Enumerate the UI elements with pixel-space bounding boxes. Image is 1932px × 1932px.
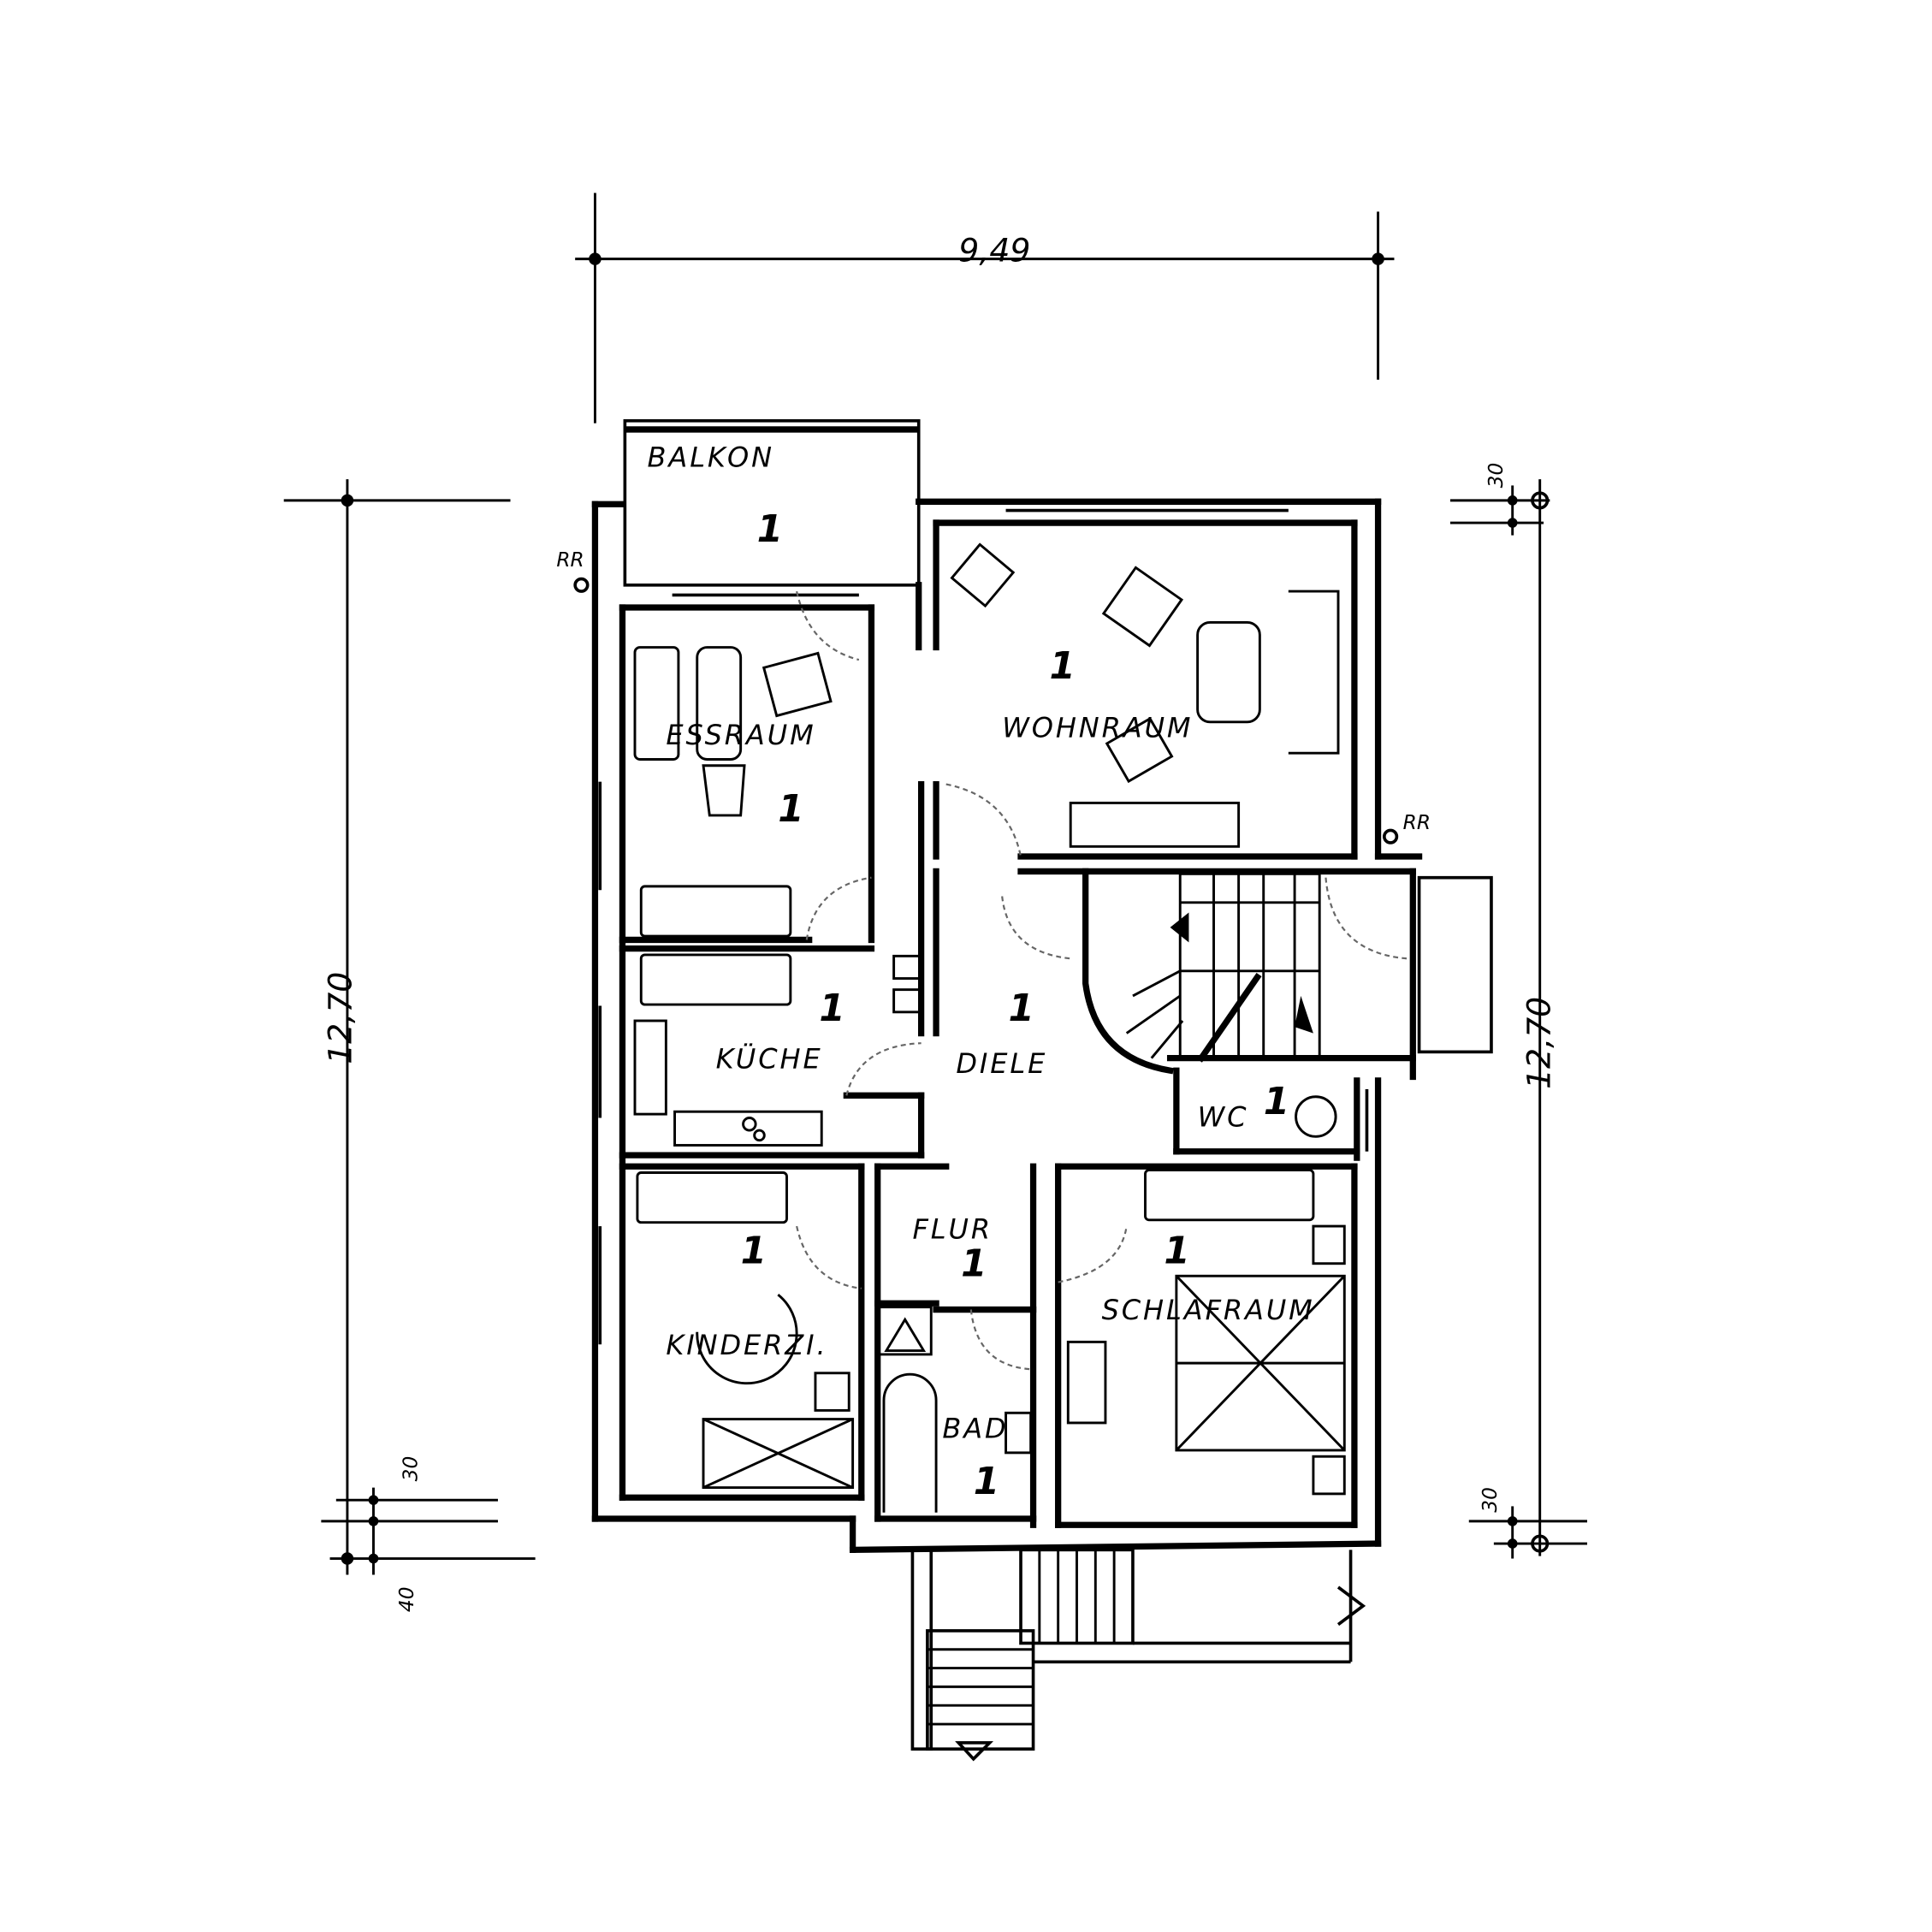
room-count: 1 (961, 1242, 987, 1285)
room-name: WOHNRAUM (1002, 711, 1193, 744)
room-kueche: KÜCHE 1 (716, 987, 845, 1075)
rr-marker-icon (573, 577, 590, 593)
dimension-width-label: 9,49 (958, 232, 1030, 270)
room-count: 1 (1008, 987, 1034, 1030)
dimension-height-right-label: 12,70 (1520, 997, 1557, 1089)
room-name: KÜCHE (716, 1042, 823, 1075)
dimension-offset-label: 30 (399, 1456, 422, 1482)
door-swings (796, 590, 1408, 1371)
room-wc: WC 1 (1198, 1080, 1289, 1134)
room-name: BALKON (648, 442, 774, 474)
room-count: 1 (741, 1230, 767, 1273)
room-essraum: ESSRAUM 1 (666, 719, 815, 831)
room-name: BAD (942, 1412, 1008, 1444)
room-name: FLUR (912, 1213, 993, 1246)
dimension-height-left-label: 12,70 (321, 972, 359, 1064)
room-wohnraum: WOHNRAUM 1 (1002, 644, 1193, 744)
room-schlafraum: SCHLAFRAUM 1 (1102, 1230, 1315, 1326)
room-balkon: BALKON 1 (648, 442, 783, 551)
room-name: WC (1198, 1101, 1249, 1134)
rr-marker-icon (1383, 828, 1399, 845)
stair-down-arrow-icon (955, 1741, 994, 1762)
room-name: DIELE (956, 1047, 1047, 1080)
room-count: 1 (1264, 1080, 1289, 1123)
walls (591, 418, 1423, 1554)
rr-label-right: RR (1403, 811, 1431, 834)
room-count: 1 (819, 987, 845, 1030)
room-bad: BAD 1 (942, 1412, 1008, 1503)
dimension-right: 12,70 30 30 (1449, 463, 1587, 1559)
furniture (633, 542, 1346, 1513)
room-name: KINDERZI. (666, 1329, 827, 1361)
dimension-offset-label: 30 (1485, 463, 1508, 489)
rr-label-left: RR (556, 548, 584, 572)
dimension-top: 9,49 (575, 193, 1395, 424)
room-name: ESSRAUM (666, 719, 815, 751)
room-diele: DIELE 1 (956, 987, 1047, 1080)
interior-staircase (1125, 872, 1493, 1063)
room-name: SCHLAFRAUM (1102, 1294, 1315, 1326)
room-count: 1 (757, 507, 783, 551)
dimension-offset-label: 40 (395, 1586, 418, 1612)
room-count: 1 (1164, 1230, 1189, 1273)
room-flur: FLUR 1 (912, 1213, 993, 1286)
room-kinderzi: KINDERZI. 1 (666, 1230, 827, 1361)
room-count: 1 (778, 787, 803, 831)
dimension-left: 12,70 30 40 (283, 479, 536, 1612)
stair-arrow-icon (1170, 912, 1189, 943)
exterior-staircase (910, 1548, 1366, 1762)
room-count: 1 (1049, 644, 1075, 688)
room-count: 1 (974, 1460, 999, 1503)
dimension-offset-label: 30 (1479, 1487, 1502, 1513)
